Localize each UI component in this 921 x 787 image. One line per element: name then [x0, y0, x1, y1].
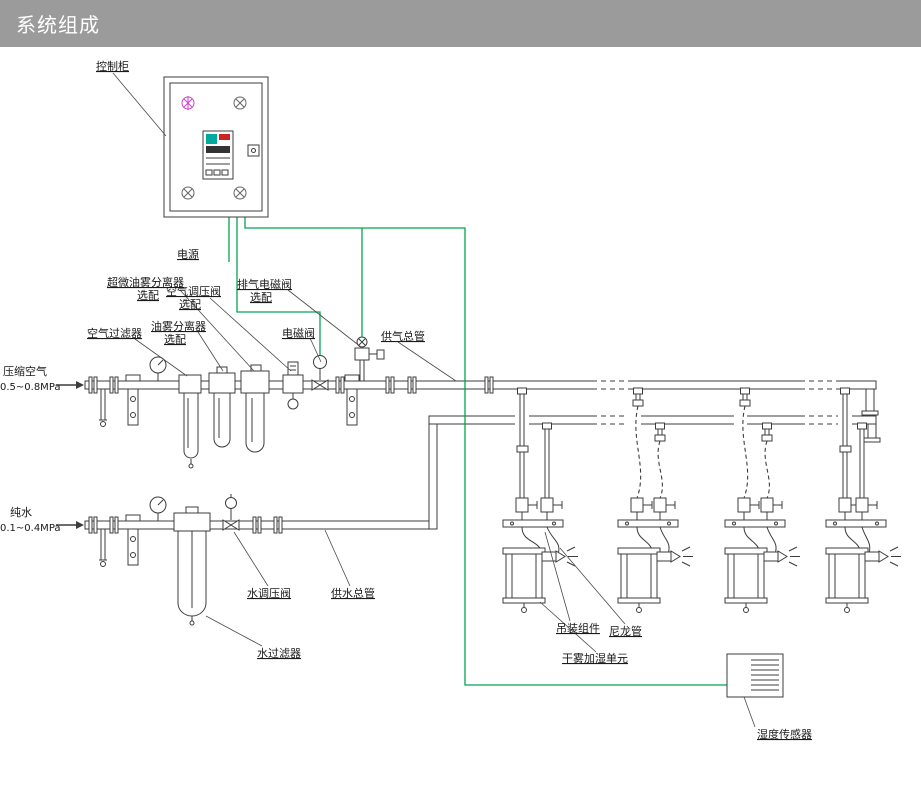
crossing-gap [734, 413, 747, 426]
controller-module [202, 130, 234, 180]
indicator-light [233, 96, 247, 110]
water-drain-stub [98, 528, 108, 567]
label-solenoid-valve: 电磁阀 [282, 326, 315, 340]
hanging-assembly [502, 519, 564, 528]
fog-unit-2 [617, 387, 694, 613]
label-pure-water-pressure: 0.1~0.4MPa [0, 523, 61, 534]
crossing-gap [627, 413, 641, 426]
nylon-tube [861, 526, 871, 555]
cabinet-switch [247, 144, 260, 157]
nylon-tube [659, 526, 670, 555]
label-air-pressure-regulator: 空气调压阀 [166, 284, 221, 298]
dry-fog-humidifier-unit [825, 546, 902, 613]
label-compressed-air: 压缩空气 [3, 364, 47, 378]
label-optional: 选配 [179, 298, 201, 311]
water-filter [173, 506, 211, 626]
oil-mist-separator [208, 366, 236, 448]
water-main-pipe [428, 415, 881, 443]
fog-unit-3 [724, 387, 801, 613]
label-control-cabinet: 控制柜 [96, 59, 129, 73]
fog-unit-4 [825, 387, 902, 613]
label-compressed-air-pressure: 0.5~0.8MPa [0, 382, 61, 393]
hanging-assembly [617, 519, 679, 528]
label-nylon-tube: 尼龙管 [609, 624, 642, 638]
dry-fog-humidifier-unit [724, 546, 801, 613]
label-oil-mist-separator: 油雾分离器 [151, 319, 206, 333]
label-optional: 选配 [137, 289, 159, 302]
exhaust-solenoid-valve [354, 336, 385, 381]
leader-lines [112, 72, 756, 728]
pipe-break-sections [592, 379, 838, 426]
indicator-light [181, 186, 195, 200]
system-diagram: 控制柜 电源 超微油雾分离器 选配 空气调压阀 选配 排气电磁阀 选配 空气过滤… [0, 59, 902, 741]
water-inlet-pipe [84, 415, 438, 530]
label-water-supply-main: 供水总管 [331, 586, 375, 600]
label-water-pressure-regulator: 水调压阀 [247, 586, 291, 600]
label-optional: 选配 [250, 291, 272, 304]
indicator-light-magenta [181, 96, 195, 110]
label-dry-fog-humidifier-unit: 干雾加湿单元 [562, 652, 628, 665]
humidity-sensor [726, 653, 784, 698]
label-pure-water: 纯水 [10, 506, 32, 519]
control-wires [228, 217, 727, 686]
indicator-light [233, 186, 247, 200]
air-pressure-gauge [149, 356, 167, 382]
air-pressure-regulator-valve [282, 361, 304, 410]
label-humidity-sensor: 湿度传感器 [757, 727, 812, 741]
crossing-gap [838, 413, 852, 426]
control-cabinet [163, 76, 269, 218]
label-optional: 选配 [164, 333, 186, 346]
nylon-tube [546, 526, 560, 555]
label-air-supply-main: 供气总管 [381, 329, 425, 343]
crossing-gap [515, 413, 529, 426]
label-exhaust-solenoid-valve: 排气电磁阀 [237, 277, 292, 291]
label-hanging-assembly: 吊装组件 [556, 621, 600, 635]
page-title: 系统组成 [16, 13, 100, 37]
label-water-filter: 水过滤器 [257, 647, 301, 660]
air-drain-stub [98, 388, 108, 427]
air-filter [178, 374, 202, 469]
water-inlet-arrow [56, 521, 84, 529]
nylon-tube [766, 526, 777, 555]
label-power-supply: 电源 [177, 247, 199, 261]
hanging-assembly [825, 519, 887, 528]
label-ultra-fine-oil-mist-separator: 超微油雾分离器 [107, 275, 184, 289]
water-pressure-regulator-valve [222, 494, 240, 531]
air-main-pipe [84, 380, 879, 416]
fog-unit-1 [502, 387, 579, 613]
air-inlet-arrow [56, 381, 84, 389]
label-air-filter: 空气过滤器 [87, 326, 142, 340]
dry-fog-humidifier-unit [617, 546, 694, 613]
ultra-fine-oil-mist-separator [240, 364, 270, 453]
hanging-assembly [724, 519, 786, 528]
solenoid-valve [311, 355, 329, 391]
title-bar: 系统组成 [0, 0, 921, 47]
water-pressure-gauge [149, 496, 167, 522]
